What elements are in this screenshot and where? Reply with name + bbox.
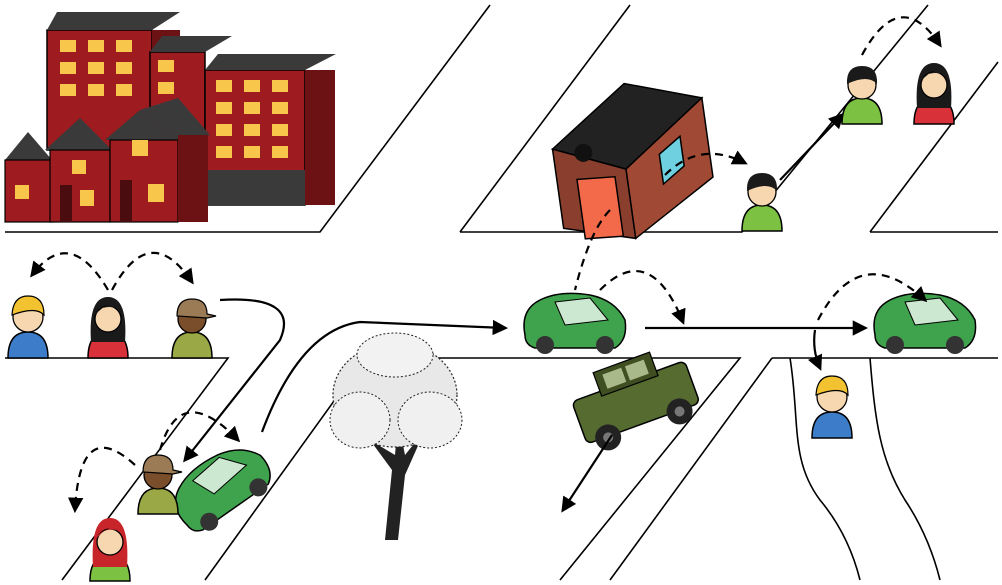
person-cap-olive-bottom [137, 454, 183, 515]
curb-road-bottom [204, 357, 742, 581]
curb-top-middle-left [459, 4, 631, 233]
curb-left-middle [5, 357, 230, 581]
car-road-right [873, 292, 977, 354]
curved-lane-right [869, 357, 941, 581]
car-bottom-left [174, 449, 271, 532]
curb-right-diag [609, 357, 773, 581]
person-darkhair-red-left [87, 297, 129, 359]
military-jeep [572, 351, 699, 451]
person-cap-olive-left [171, 298, 217, 359]
person-blonde-blue-right [811, 375, 853, 439]
curb-top-right-diag [869, 61, 999, 233]
solid-arrow-cap-transfer [183, 298, 286, 463]
apartment-buildings [4, 12, 336, 223]
person-darkhair-green-topright [841, 66, 883, 125]
cottage [551, 82, 714, 240]
dashed-arrow-bottom-1 [158, 411, 241, 451]
solid-arrow-up-right [779, 112, 845, 181]
tree [329, 332, 463, 540]
dashed-arrow-topright [861, 16, 942, 56]
dashed-arrow-bottom-2 [67, 446, 136, 514]
arrows [30, 16, 942, 514]
person-darkhair-red-topright [913, 63, 955, 125]
person-darkhair-green-cottage [741, 173, 783, 232]
dashed-arrow-car-jeep [599, 270, 686, 325]
person-blonde-blue-left [7, 295, 49, 359]
car-road-middle [523, 292, 627, 354]
solid-arrow-down-blonde [807, 329, 823, 371]
dashed-arrow-right-car [817, 273, 928, 321]
solid-arrow-jeep [561, 434, 613, 513]
curb-top-left [5, 4, 491, 233]
street-lines [5, 4, 999, 581]
dashed-arrow-cottage-car [573, 209, 611, 291]
dashed-arrow-cottage-person [664, 150, 748, 176]
curved-lane-left [789, 357, 861, 581]
person-redhair-green-bottom [89, 518, 131, 582]
dashed-arrow-left-1 [30, 252, 109, 291]
solid-arrow-car-route [260, 319, 509, 433]
dashed-arrow-left-2 [111, 251, 194, 291]
